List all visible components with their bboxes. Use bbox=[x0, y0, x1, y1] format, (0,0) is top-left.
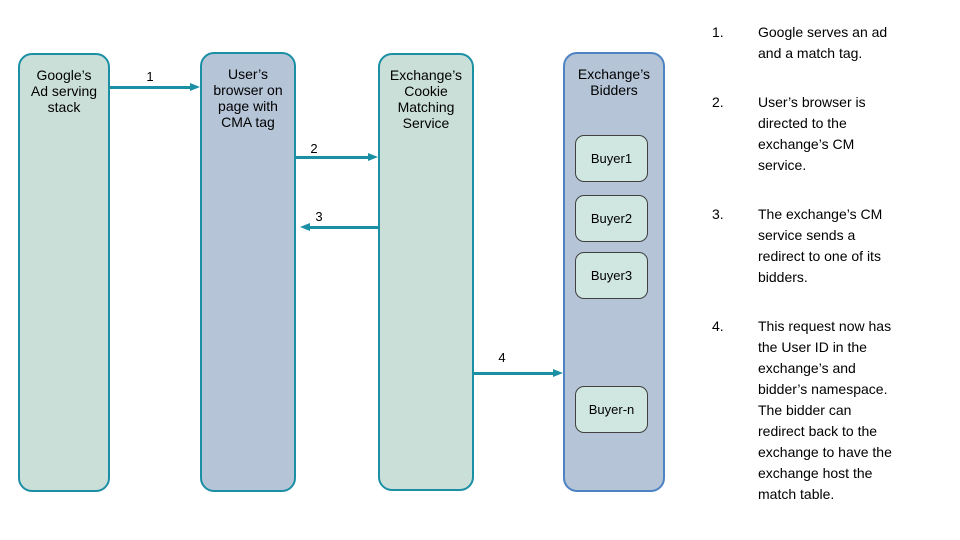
buyer-box-3: Buyer3 bbox=[575, 252, 648, 299]
arrow-1-head-icon bbox=[190, 83, 200, 91]
step-3-number: 3. bbox=[712, 206, 724, 222]
box-exchange-bidders: Exchange’s Bidders Buyer1 Buyer2 Buyer3 … bbox=[563, 52, 665, 492]
arrow-1-line bbox=[110, 86, 190, 89]
step-1-text: Google serves an ad and a match tag. bbox=[758, 24, 888, 61]
step-1: 1. Google serves an ad and a match tag. bbox=[712, 22, 952, 64]
buyer-box-n: Buyer-n bbox=[575, 386, 648, 433]
box-google-title: Google’s Ad serving stack bbox=[30, 67, 98, 115]
arrow-3-label: 3 bbox=[315, 209, 323, 224]
arrow-4-line bbox=[474, 372, 553, 375]
box-exchange-cm-service: Exchange’s Cookie Matching Service bbox=[378, 53, 474, 491]
box-browser-title: User’s browser on page with CMA tag bbox=[213, 66, 283, 130]
step-1-number: 1. bbox=[712, 24, 724, 40]
arrow-2-line bbox=[296, 156, 368, 159]
step-2-text: User’s browser is directed to the exchan… bbox=[758, 94, 866, 173]
arrow-1-label: 1 bbox=[146, 69, 154, 84]
step-2-number: 2. bbox=[712, 94, 724, 110]
buyer-box-2: Buyer2 bbox=[575, 195, 648, 242]
arrow-4-head-icon bbox=[553, 369, 563, 377]
step-4: 4. This request now has the User ID in t… bbox=[712, 316, 952, 505]
box-google-ad-serving-stack: Google’s Ad serving stack bbox=[18, 53, 110, 492]
step-4-text: This request now has the User ID in the … bbox=[758, 318, 892, 502]
arrow-3-head-icon bbox=[300, 223, 310, 231]
steps-list: 1. Google serves an ad and a match tag. … bbox=[712, 22, 952, 533]
arrow-2-head-icon bbox=[368, 153, 378, 161]
step-4-number: 4. bbox=[712, 318, 724, 334]
arrow-2-label: 2 bbox=[310, 141, 318, 156]
box-cm-title: Exchange’s Cookie Matching Service bbox=[389, 67, 463, 131]
arrow-4-label: 4 bbox=[498, 350, 506, 365]
step-2: 2. User’s browser is directed to the exc… bbox=[712, 92, 952, 176]
step-3: 3. The exchange’s CM service sends a red… bbox=[712, 204, 952, 288]
buyer-box-1: Buyer1 bbox=[575, 135, 648, 182]
arrow-3-line bbox=[310, 226, 378, 229]
box-bidders-title: Exchange’s Bidders bbox=[577, 66, 651, 98]
box-user-browser: User’s browser on page with CMA tag bbox=[200, 52, 296, 492]
step-3-text: The exchange’s CM service sends a redire… bbox=[758, 206, 883, 285]
